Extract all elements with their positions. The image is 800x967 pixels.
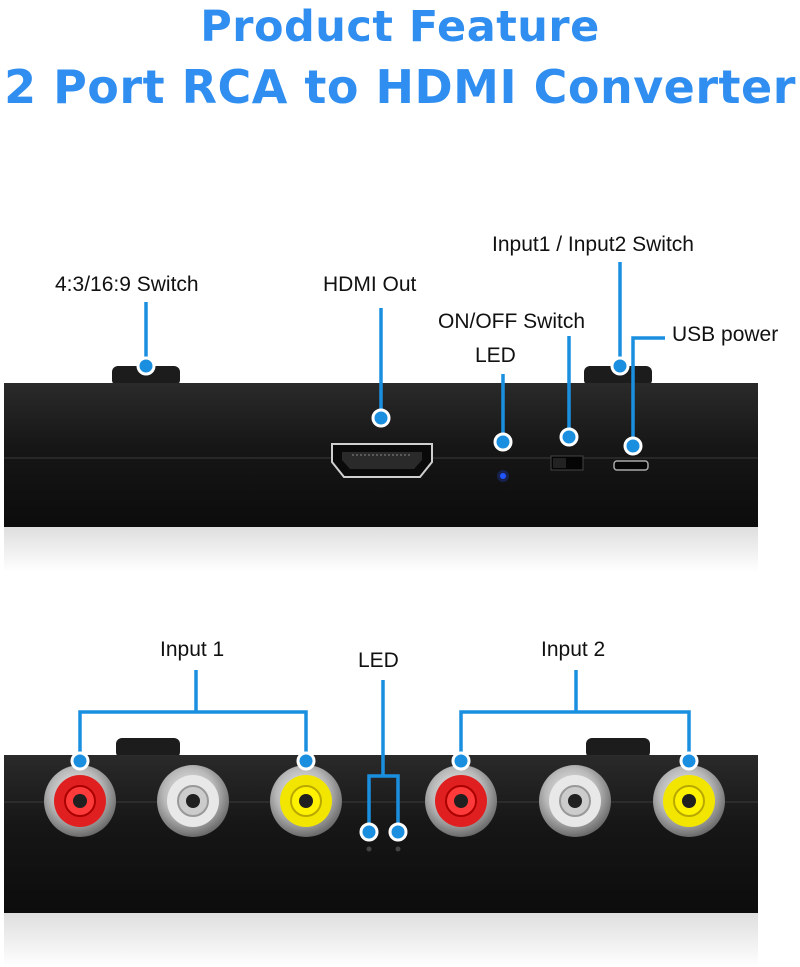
bottom-led-label: LED xyxy=(358,649,399,672)
input-switch-knob xyxy=(584,366,652,386)
hdmi-out-label: HDMI Out xyxy=(323,273,417,296)
led-label: LED xyxy=(475,344,516,367)
bottom-callout-dots xyxy=(70,751,699,842)
bottom-knob-right xyxy=(586,738,650,758)
title-line-2: 2 Port RCA to HDMI Converter xyxy=(4,60,796,114)
bottom-device-reflection xyxy=(4,913,758,967)
status-led-glow xyxy=(497,470,509,482)
usb-power-label: USB power xyxy=(672,323,779,346)
status-led xyxy=(500,473,506,479)
usb-port xyxy=(613,460,649,471)
input2-label: Input 2 xyxy=(541,638,606,661)
top-device-reflection xyxy=(4,527,758,572)
onoff-switch-label: ON/OFF Switch xyxy=(438,310,586,333)
rca-jack-in2-yellow xyxy=(653,765,725,837)
input-switch-label: Input1 / Input2 Switch xyxy=(492,233,694,256)
bottom-callout-lines xyxy=(78,670,691,832)
rca-jack-in1-red xyxy=(44,765,116,837)
bottom-led-1 xyxy=(366,846,372,852)
rca-jack-in1-white xyxy=(157,765,229,837)
bottom-device-body xyxy=(4,755,758,913)
rca-jack-in1-yellow xyxy=(270,765,342,837)
hdmi-port-inner xyxy=(342,452,422,469)
rca-jack-in2-white xyxy=(539,765,611,837)
bottom-knob-left xyxy=(116,738,180,758)
aspect-switch-label: 4:3/16:9 Switch xyxy=(55,273,199,296)
title-line-1: Product Feature xyxy=(200,2,600,52)
input1-label: Input 1 xyxy=(160,638,225,661)
top-callout-dots xyxy=(136,356,643,456)
aspect-switch-knob xyxy=(112,366,180,386)
top-callout-lines xyxy=(144,262,665,446)
bottom-led-2 xyxy=(395,846,401,852)
rca-jack-in2-red xyxy=(425,765,497,837)
onoff-switch-slider xyxy=(553,458,566,468)
bottom-device xyxy=(4,738,758,967)
